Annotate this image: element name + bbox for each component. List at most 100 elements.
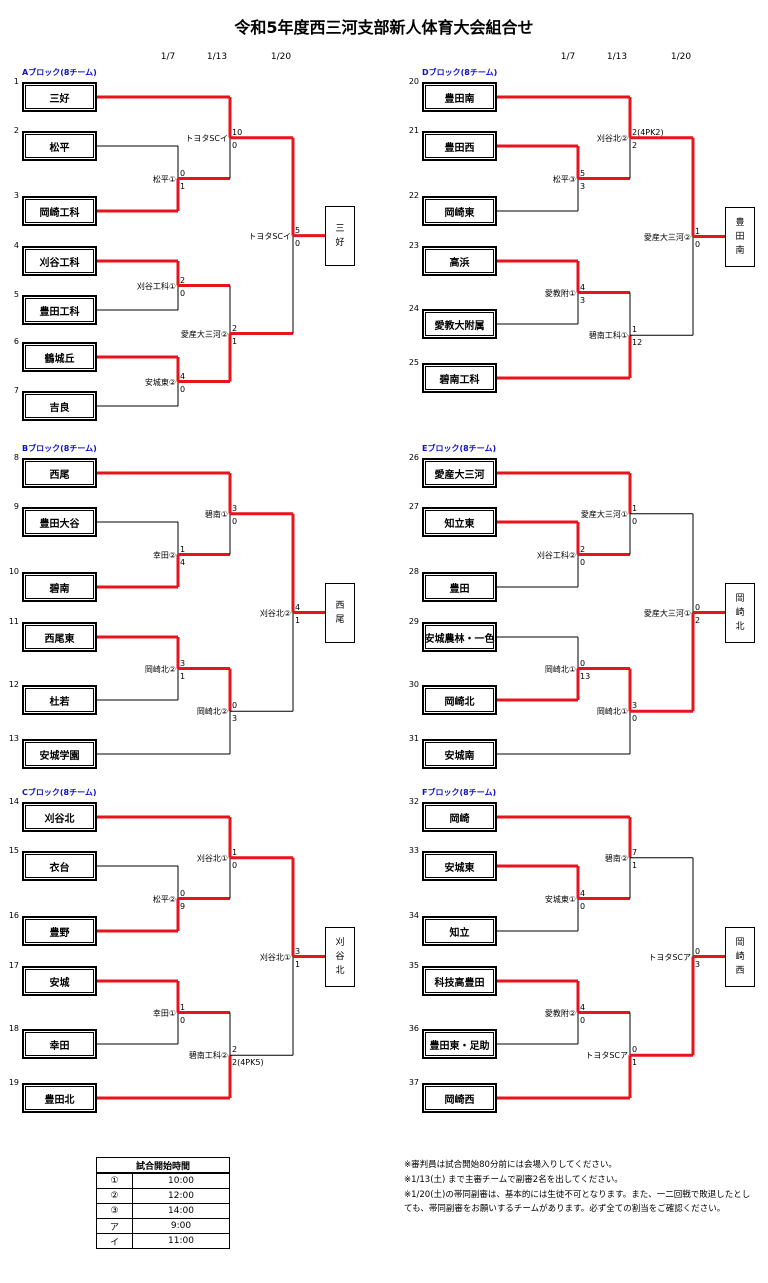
note-3: ※1/20(土)の帯同副審は、基本的には生徒不可となります。また、一二回戦で敗退…: [404, 1190, 751, 1214]
score-bottom: 0: [180, 288, 186, 298]
team-number: 30: [408, 680, 419, 689]
block-label: Eブロック(8チーム): [422, 444, 497, 453]
team-box: 碧南: [22, 572, 97, 602]
team-box: 碧南工科: [422, 363, 497, 393]
team-number: 19: [8, 1078, 19, 1087]
team-number: 4: [13, 241, 19, 250]
score-top: 2: [232, 323, 238, 333]
score-top: 4: [580, 1002, 586, 1012]
score-bottom: 0: [180, 1015, 186, 1025]
team-box: 松平: [22, 131, 97, 161]
game-label: 松平②: [152, 894, 176, 904]
game-label: 岡崎北②: [196, 707, 228, 717]
winner-char: 尾: [335, 614, 345, 625]
team-number: 25: [408, 358, 419, 367]
team-number: 29: [408, 617, 419, 626]
team-number: 27: [408, 502, 419, 511]
score-bottom: 1: [295, 959, 301, 969]
team-box: 鶴城丘: [22, 342, 97, 372]
team-box: 豊田北: [22, 1083, 97, 1113]
score-bottom: 2(4PK5): [232, 1058, 264, 1068]
game-label: 刈谷北②: [596, 133, 628, 143]
schedule-time: 9:00: [132, 1218, 230, 1234]
winner-char: 刈: [335, 937, 345, 948]
team-box: 三好: [22, 82, 97, 112]
score-top: 1: [632, 503, 638, 513]
team-box: 吉良: [22, 391, 97, 421]
team-box: 安城東: [422, 851, 497, 881]
team-box: 豊田南: [422, 82, 497, 112]
score-top: 0: [695, 602, 701, 612]
team-number: 34: [408, 911, 419, 920]
team-number: 7: [13, 386, 19, 395]
score-bottom: 4: [180, 557, 186, 567]
block-winner-box: 岡崎西: [725, 926, 755, 987]
game-label: 幸田①: [152, 1008, 176, 1018]
game-label: 刈谷工科②: [536, 550, 576, 560]
score-top: 0: [632, 1045, 638, 1055]
block-winner-box: 岡崎北: [725, 582, 755, 643]
winner-char: 西: [735, 965, 745, 976]
team-box: 科技高豊田: [422, 966, 497, 996]
winner-char: 田: [735, 231, 745, 242]
score-bottom: 12: [632, 338, 643, 348]
score-top: 5: [580, 168, 586, 178]
team-number: 35: [408, 961, 419, 970]
team-number: 16: [8, 911, 19, 920]
score-bottom: 13: [580, 671, 591, 681]
winner-char: 崎: [735, 607, 745, 618]
team-number: 14: [8, 797, 19, 806]
score-bottom: 0: [232, 860, 238, 870]
winner-char: 三: [335, 223, 345, 234]
schedule-time: 14:00: [132, 1203, 230, 1219]
winner-char: 豊: [735, 217, 745, 228]
team-number: 26: [408, 453, 419, 462]
score-bottom: 2: [695, 615, 701, 625]
game-label: 岡崎北①: [596, 707, 628, 717]
date-round3-right: 1/20: [670, 52, 692, 62]
team-box: 知立: [422, 916, 497, 946]
team-box: 豊田東・足助: [422, 1029, 497, 1059]
game-label: 刈谷北①: [196, 853, 228, 863]
block-label: Cブロック(8チーム): [22, 788, 97, 797]
score-bottom: 0: [232, 140, 238, 150]
score-top: 2: [180, 275, 186, 285]
page-title: 令和5年度西三河支部新人体育大会組合せ: [234, 18, 534, 37]
winner-char: 岡: [735, 937, 745, 948]
game-label: トヨタSCイ: [185, 133, 228, 143]
score-bottom: 2: [632, 140, 638, 150]
team-box: 杜若: [22, 685, 97, 715]
score-top: 1: [180, 1002, 186, 1012]
team-number: 2: [13, 126, 19, 135]
team-box: 西尾: [22, 458, 97, 488]
schedule-header: 試合開始時間: [96, 1157, 230, 1174]
block-winner-box: 三好: [325, 205, 355, 266]
team-number: 22: [408, 191, 419, 200]
team-number: 13: [8, 734, 19, 743]
score-top: 2(4PK2): [632, 127, 664, 137]
game-label: 碧南②: [604, 853, 628, 863]
note-1: ※審判員は試合開始80分前には会場入りしてください。: [404, 1160, 617, 1170]
team-number: 9: [13, 502, 19, 511]
score-bottom: 0: [580, 557, 586, 567]
team-number: 11: [8, 617, 19, 626]
game-label: 松平③: [552, 174, 576, 184]
team-number: 37: [408, 1078, 419, 1087]
date-round1-right: 1/7: [560, 52, 576, 62]
winner-char: 南: [735, 245, 745, 256]
team-number: 5: [13, 290, 19, 299]
score-bottom: 0: [295, 238, 301, 248]
score-bottom: 3: [580, 295, 586, 305]
score-bottom: 1: [632, 860, 638, 870]
score-bottom: 1: [295, 615, 301, 625]
team-number: 24: [408, 304, 419, 313]
team-box: 豊田工科: [22, 295, 97, 325]
team-number: 31: [408, 734, 419, 743]
team-box: 安城: [22, 966, 97, 996]
score-bottom: 0: [632, 714, 638, 724]
team-number: 33: [408, 846, 419, 855]
winner-char: 北: [335, 965, 345, 976]
date-round3: 1/20: [270, 52, 292, 62]
